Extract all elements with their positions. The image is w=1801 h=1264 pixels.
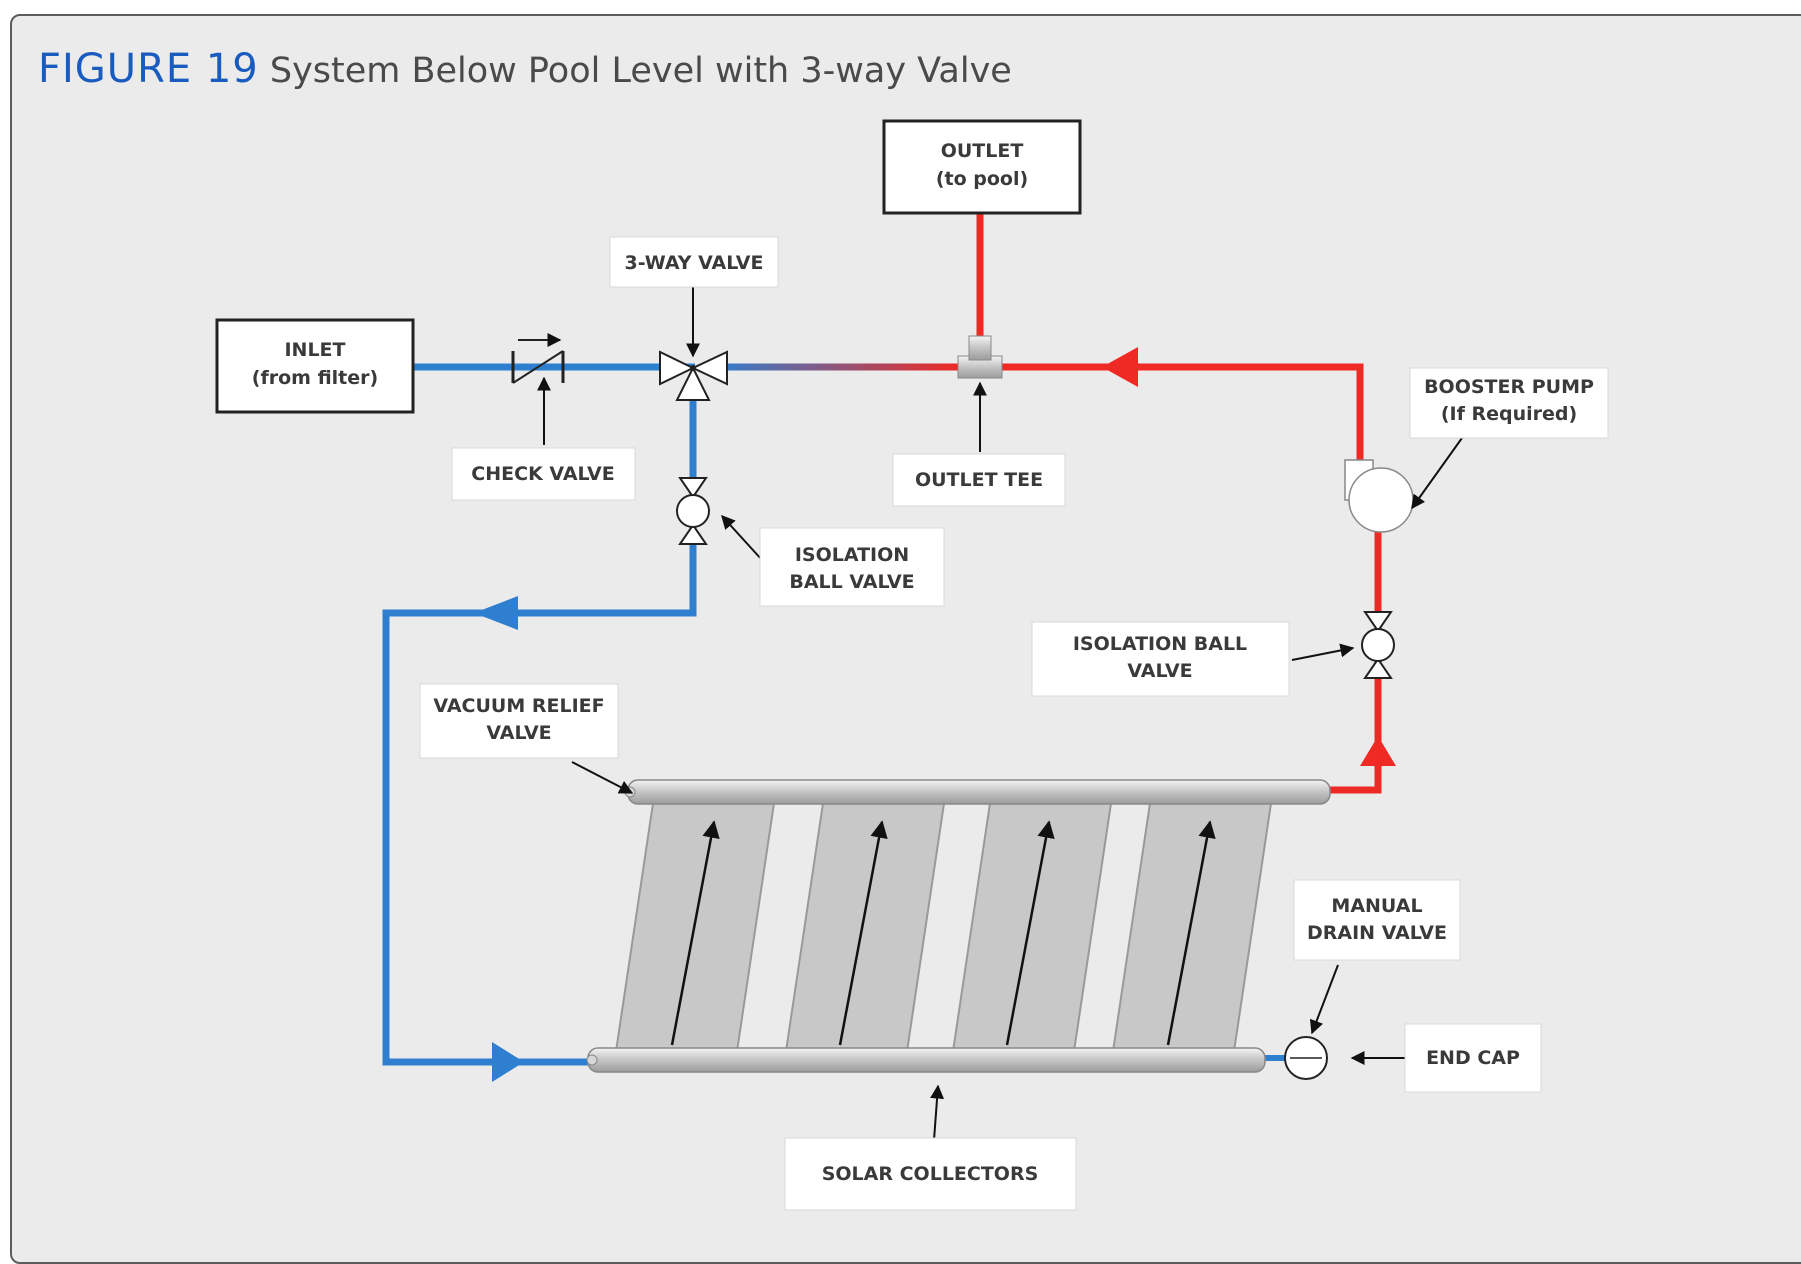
collector-panel [950, 789, 1115, 1059]
header-cap [586, 1054, 598, 1066]
manual-drain-valve-symbol [1284, 1036, 1328, 1080]
top-header [627, 779, 1331, 805]
inlet-box: INLET (from filter) [215, 318, 415, 414]
flow-arrow-left-cold [474, 596, 518, 630]
flow-direction-arrow [1166, 820, 1216, 1046]
check-valve-callout: CHECK VALVE [451, 447, 636, 501]
left-isolation-ball-valve [676, 477, 710, 545]
three-way-valve-symbol [659, 350, 728, 401]
isolation-valve-left-pointer [721, 514, 763, 561]
hot-pipe-return [998, 363, 1364, 462]
booster-pump-line1: BOOSTER PUMP [1424, 376, 1594, 398]
leader-arrows [537, 285, 1463, 1141]
isolation-valve-left-callout: ISOLATION BALL VALVE [759, 527, 945, 607]
booster-pump-callout: BOOSTER PUMP (If Required) [1409, 367, 1609, 439]
bottom-header [587, 1047, 1266, 1073]
flow-arrows [474, 347, 1396, 1082]
outlet-tee-label: OUTLET TEE [915, 469, 1043, 491]
vacuum-relief-callout: VACUUM RELIEF VALVE [419, 683, 619, 759]
flow-direction-arrow [1005, 820, 1055, 1046]
figure-caption: FIGURE 19 System Below Pool Level with 3… [38, 46, 1012, 92]
right-isolation-ball-valve [1361, 611, 1395, 679]
end-cap-label: END CAP [1426, 1047, 1520, 1069]
check-valve-symbol [511, 333, 565, 384]
mixed-pipe [715, 363, 958, 371]
manual-drain-callout: MANUAL DRAIN VALVE [1293, 879, 1461, 961]
flow-arrow-right-cold [492, 1042, 524, 1082]
inlet-label-line2: (from filter) [252, 367, 378, 389]
outlet-box: OUTLET (to pool) [882, 119, 1082, 215]
three-way-valve-label: 3-WAY VALVE [625, 252, 764, 274]
solar-collectors [586, 779, 1331, 1073]
outlet-label-line2: (to pool) [936, 168, 1028, 190]
solar-collectors-label: SOLAR COLLECTORS [822, 1163, 1039, 1185]
vacuum-relief-pointer [571, 761, 634, 794]
solar-collectors-callout: SOLAR COLLECTORS [784, 1137, 1077, 1211]
isolation-valve-left-line1: ISOLATION [795, 544, 909, 566]
isolation-valve-right-pointer [1291, 643, 1355, 661]
drain-valve-pointer [1309, 964, 1339, 1035]
inlet-label-line1: INLET [284, 339, 345, 361]
end-cap-callout: END CAP [1404, 1023, 1542, 1093]
solar-collectors-pointer [930, 1084, 945, 1141]
booster-pump-pointer [1411, 437, 1463, 510]
isolation-valve-right-callout: ISOLATION BALL VALVE [1031, 621, 1290, 697]
booster-pump-symbol [1344, 459, 1414, 533]
isolation-valve-left-line2: BALL VALVE [789, 571, 914, 593]
vacuum-relief-line1: VACUUM RELIEF [433, 695, 604, 717]
collector-panel [1110, 789, 1275, 1059]
figure-title: System Below Pool Level with 3-way Valve [269, 51, 1012, 91]
collector-panel [783, 789, 948, 1059]
booster-pump-line2: (If Required) [1441, 403, 1577, 425]
flow-direction-arrow [838, 820, 888, 1046]
outlet-label-line1: OUTLET [941, 140, 1024, 162]
flow-arrow-left-hot [1102, 347, 1138, 387]
isolation-valve-right-line2: VALVE [1127, 660, 1192, 682]
figure-number: FIGURE 19 [38, 46, 259, 92]
manual-drain-line1: MANUAL [1331, 895, 1422, 917]
fittings [511, 333, 1414, 1080]
flow-arrow-up-hot [1360, 736, 1396, 766]
three-way-valve-callout: 3-WAY VALVE [609, 236, 779, 288]
vacuum-relief-line2: VALVE [486, 722, 551, 744]
check-valve-label: CHECK VALVE [471, 463, 614, 485]
flow-direction-arrow [670, 820, 720, 1046]
outlet-tee-callout: OUTLET TEE [892, 453, 1066, 507]
isolation-valve-right-line1: ISOLATION BALL [1073, 633, 1247, 655]
manual-drain-line2: DRAIN VALVE [1307, 922, 1447, 944]
outlet-tee-symbol [957, 335, 1003, 379]
